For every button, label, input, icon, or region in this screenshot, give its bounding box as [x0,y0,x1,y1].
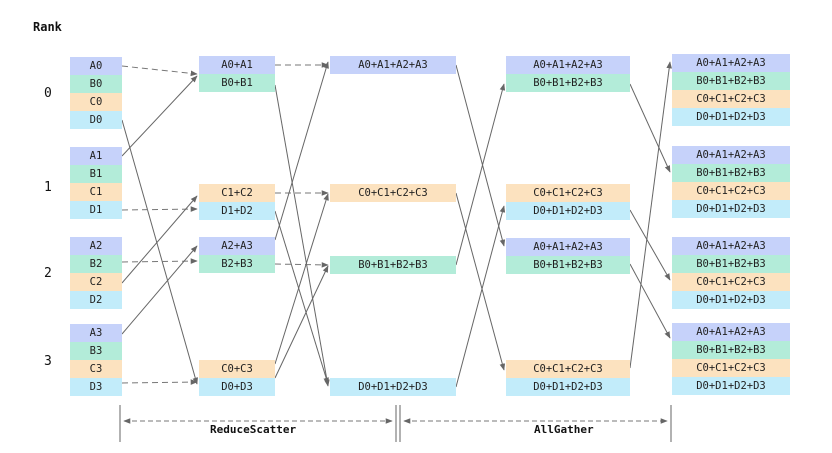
input-cell-r0-d: D0 [70,111,122,129]
step3-cell-r3-c: C0+C1+C2+C3 [506,360,630,378]
step3-cell-r1-d: D0+D1+D2+D3 [506,202,630,220]
output-cell-r2-a: A0+A1+A2+A3 [672,237,790,255]
input-cell-r2-a: A2 [70,237,122,255]
input-cell-r0-c: C0 [70,93,122,111]
wire-r1d-dash [121,206,198,212]
all-gather-label: AllGather [531,423,597,436]
reduce-scatter-label: ReduceScatter [207,423,300,436]
input-cell-r1-a: A1 [70,147,122,165]
rank-label-0: 0 [44,86,52,101]
input-cell-r2-b: B2 [70,255,122,273]
output-cell-r3-c: C0+C1+C2+C3 [672,359,790,377]
step2-cell-r0: A0+A1+A2+A3 [330,56,456,74]
wire-s1r3c [274,193,329,365]
input-cell-r3-a: A3 [70,324,122,342]
step2-cell-r3: D0+D1+D2+D3 [330,378,456,396]
rank-label-3: 3 [44,354,52,369]
input-cell-r1-c: C1 [70,183,122,201]
wire-s1r2a [274,61,329,241]
step1-cell-r1-d: D1+D2 [199,202,275,220]
input-cell-r1-b: B1 [70,165,122,183]
step3-cell-r1-c: C0+C1+C2+C3 [506,184,630,202]
step1-cell-r3-d: D0+D3 [199,378,275,396]
output-cell-r1-d: D0+D1+D2+D3 [672,200,790,218]
step1-cell-r2-b: B2+B3 [199,255,275,273]
wire-r1a [121,75,198,157]
step3-cell-r3-d: D0+D1+D2+D3 [506,378,630,396]
rank-label-1: 1 [44,180,52,195]
input-cell-r1-d: D1 [70,201,122,219]
wire-r2b-dash [121,258,198,264]
wire-s3r2b [629,263,671,339]
wire-s1r0b [274,84,330,387]
output-cell-r2-c: C0+C1+C2+C3 [672,273,790,291]
step1-cell-r0-a: A0+A1 [199,56,275,74]
input-cell-r3-b: B3 [70,342,122,360]
output-cell-r0-a: A0+A1+A2+A3 [672,54,790,72]
rank-title: Rank [33,20,62,34]
wire-r0a-dash [121,65,198,77]
step1-cell-r3-c: C0+C3 [199,360,275,378]
input-cell-r2-c: C2 [70,273,122,291]
step1-cell-r2-a: A2+A3 [199,237,275,255]
output-cell-r3-a: A0+A1+A2+A3 [672,323,790,341]
input-cell-r3-d: D3 [70,378,122,396]
step3-cell-r0-b: B0+B1+B2+B3 [506,74,630,92]
step3-cell-r0-a: A0+A1+A2+A3 [506,56,630,74]
output-cell-r1-a: A0+A1+A2+A3 [672,146,790,164]
output-cell-r2-b: B0+B1+B2+B3 [672,255,790,273]
output-cell-r1-c: C0+C1+C2+C3 [672,182,790,200]
output-cell-r1-b: B0+B1+B2+B3 [672,164,790,182]
output-cell-r0-b: B0+B1+B2+B3 [672,72,790,90]
step3-cell-r2-b: B0+B1+B2+B3 [506,256,630,274]
wire-s2r3 [455,205,506,388]
step1-cell-r1-c: C1+C2 [199,184,275,202]
wire-r2c [121,195,198,284]
output-cell-r2-d: D0+D1+D2+D3 [672,291,790,309]
wire-s2r1 [455,192,506,371]
step1-cell-r0-b: B0+B1 [199,74,275,92]
input-cell-r2-d: D2 [70,291,122,309]
input-cell-r0-b: B0 [70,75,122,93]
output-cell-r3-d: D0+D1+D2+D3 [672,377,790,395]
wire-s2r0 [455,64,506,247]
wire-s2r2 [455,83,506,266]
step3-cell-r2-a: A0+A1+A2+A3 [506,238,630,256]
wire-s3r0b [629,83,671,173]
wire-r3d-dash [121,379,198,385]
wire-s1r2b-dash [274,262,329,268]
step2-cell-r2: B0+B1+B2+B3 [330,256,456,274]
output-cell-r0-d: D0+D1+D2+D3 [672,108,790,126]
output-cell-r3-b: B0+B1+B2+B3 [672,341,790,359]
wire-s1r3d [274,265,329,379]
wire-r3a [121,245,198,335]
wire-s3r3c [629,61,672,369]
rank-label-2: 2 [44,266,52,281]
wire-s3r1d [629,209,671,281]
wire-s1r1d [274,210,329,385]
output-cell-r0-c: C0+C1+C2+C3 [672,90,790,108]
input-cell-r3-c: C3 [70,360,122,378]
step2-cell-r1: C0+C1+C2+C3 [330,184,456,202]
input-cell-r0-a: A0 [70,57,122,75]
wire-r0d [121,119,198,385]
